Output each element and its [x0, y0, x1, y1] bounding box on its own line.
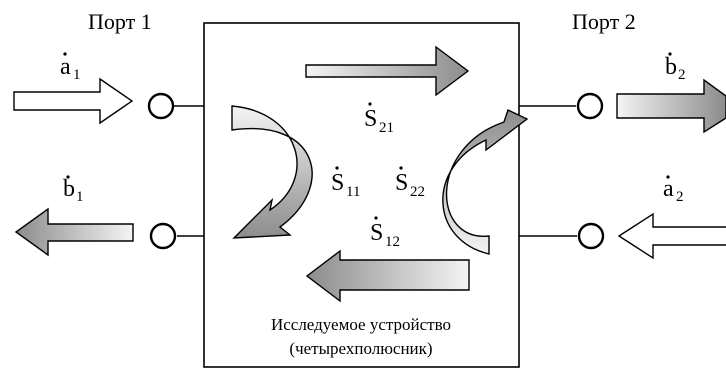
terminal-circle: [576, 92, 604, 120]
dot-accent: [66, 175, 70, 179]
wave-label-a2: a 2: [663, 175, 684, 205]
s12-reverse-arrow: [305, 249, 470, 303]
s22-label: S 22: [395, 166, 425, 200]
svg-text:S: S: [364, 106, 377, 132]
terminal-circle: [577, 222, 605, 250]
svg-text:S: S: [395, 170, 408, 196]
s11-label: S 11: [331, 166, 360, 200]
svg-text:12: 12: [385, 234, 400, 250]
svg-text:21: 21: [379, 120, 394, 136]
dot-accent: [335, 166, 339, 170]
svg-text:1: 1: [76, 189, 84, 205]
wave-label-b1: b 1: [63, 175, 84, 205]
port1-terminals: [147, 92, 204, 250]
device-box: [203, 22, 520, 368]
svg-text:2: 2: [676, 189, 684, 205]
dot-accent: [374, 216, 378, 220]
dot-accent: [666, 175, 670, 179]
dot-accent: [63, 52, 67, 56]
svg-text:1: 1: [73, 67, 81, 83]
port1-label: Порт 1: [88, 9, 152, 34]
port2-label: Порт 2: [572, 9, 636, 34]
svg-text:S: S: [331, 170, 344, 196]
s21-label: S 21: [364, 102, 394, 136]
svg-text:S: S: [370, 220, 383, 246]
s22-reflection-arrow: [442, 109, 529, 255]
s21-forward-arrow: [305, 45, 470, 97]
s12-label: S 12: [370, 216, 400, 250]
incident-wave-a1-arrow: [13, 77, 134, 125]
incident-wave-a2-arrow: [617, 212, 726, 260]
svg-text:a: a: [60, 54, 71, 80]
dot-accent: [668, 52, 672, 56]
terminal-circle: [149, 222, 177, 250]
transmitted-wave-b2-arrow: [616, 78, 726, 134]
s11-reflection-arrow: [231, 105, 313, 239]
terminal-circle: [147, 92, 175, 120]
reflected-wave-b1-arrow: [14, 207, 134, 257]
svg-text:22: 22: [410, 184, 425, 200]
device-caption-line2: (четырехполюсник): [289, 339, 432, 358]
wave-label-b2: b 2: [665, 52, 686, 83]
svg-text:a: a: [663, 176, 674, 202]
svg-text:11: 11: [346, 184, 360, 200]
dot-accent: [399, 166, 403, 170]
port2-terminals: [519, 92, 605, 250]
wave-label-a1: a 1: [60, 52, 81, 83]
svg-text:b: b: [63, 176, 75, 202]
svg-text:2: 2: [678, 67, 686, 83]
svg-text:b: b: [665, 54, 677, 80]
device-caption-line1: Исследуемое устройство: [271, 315, 451, 334]
dot-accent: [368, 102, 372, 106]
